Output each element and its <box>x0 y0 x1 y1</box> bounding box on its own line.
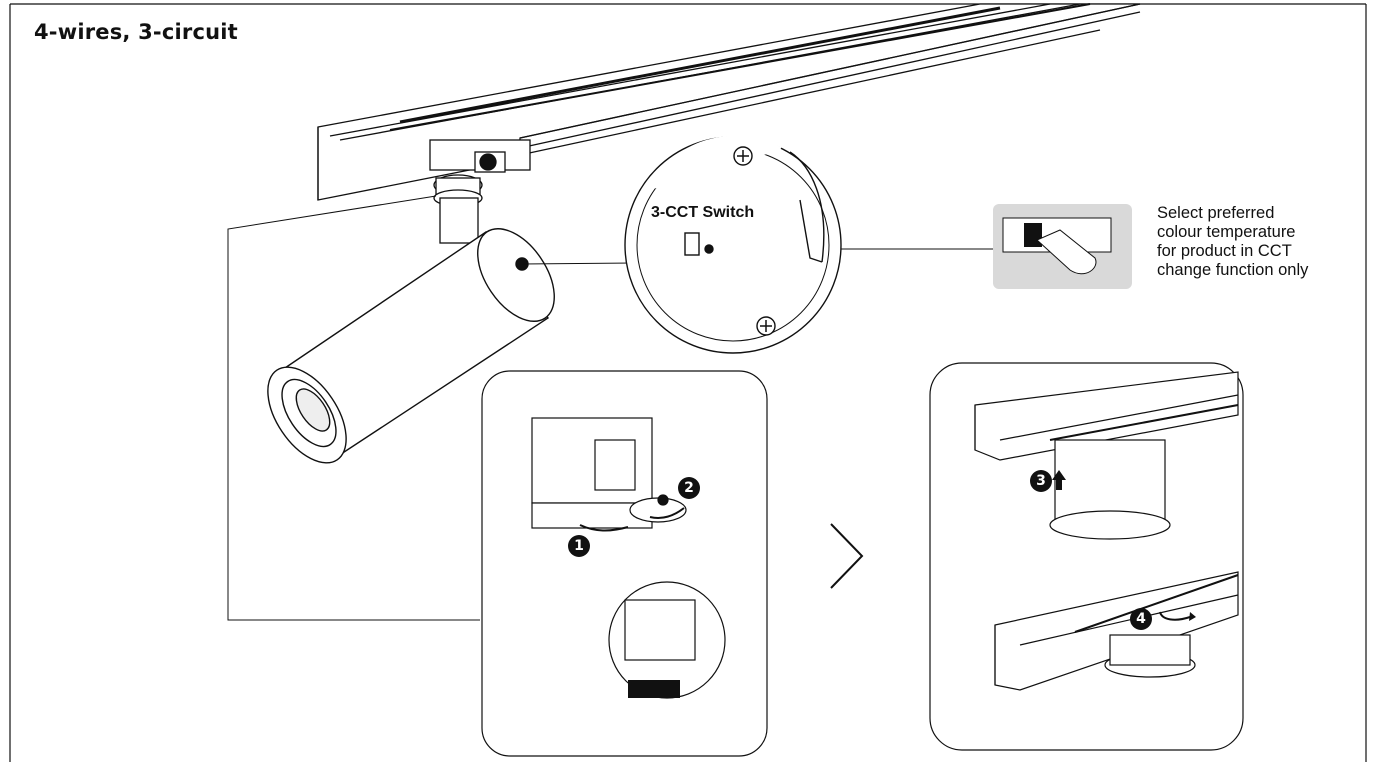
switch-zoom-circle <box>624 135 842 354</box>
note-line: Select preferred <box>1157 204 1275 222</box>
track-rail <box>317 3 1141 201</box>
next-chevron-icon <box>830 523 864 589</box>
switch-label: 3-CCT Switch <box>651 204 755 221</box>
step-box-insert <box>929 362 1244 751</box>
note-line: colour temperature <box>1157 223 1296 241</box>
up-arrow-icon <box>1052 470 1066 490</box>
step-badge-2: 2 <box>678 477 700 499</box>
step-badge-3: 3 <box>1030 470 1052 492</box>
switch-note: Select preferred colour temperature for … <box>1157 204 1308 280</box>
track-adapter <box>429 139 531 244</box>
screw-icon <box>737 150 772 332</box>
note-line: for product in CCT <box>1157 242 1292 260</box>
page-title: 4-wires, 3-circuit <box>34 20 238 44</box>
step-badge-1: 1 <box>568 535 590 557</box>
slide-arrow-icon <box>1159 611 1196 621</box>
switch-panel <box>993 204 1132 289</box>
spotlight-body <box>267 228 555 464</box>
note-line: change function only <box>1157 261 1309 279</box>
step-badge-4: 4 <box>1130 608 1152 630</box>
step-box-remove <box>481 370 768 757</box>
